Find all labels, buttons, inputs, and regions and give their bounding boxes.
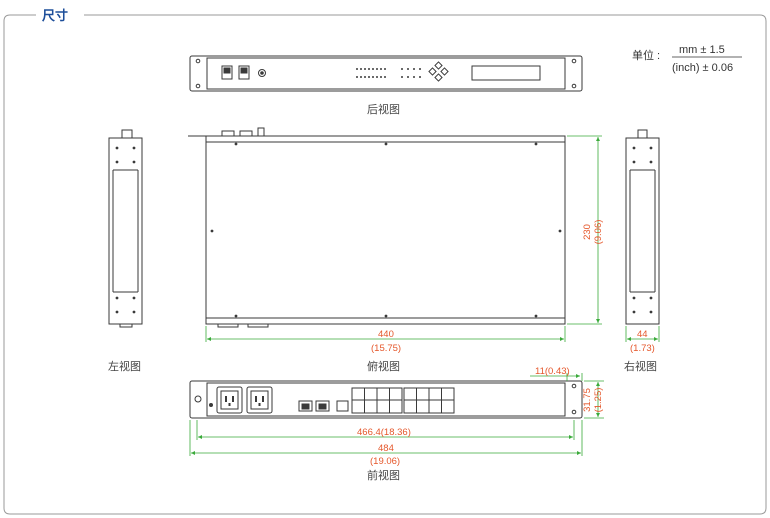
front-body-dim: 466.4(18.36) [357, 427, 411, 438]
outer-frame [3, 14, 767, 515]
right-width-in: (1.73) [630, 343, 655, 354]
front-view [189, 380, 583, 419]
top-view-label: 俯视图 [367, 359, 400, 373]
right-width-mm: 44 [637, 329, 648, 340]
front-total-in: (19.06) [370, 456, 400, 467]
front-height-in: (1.25) [593, 388, 604, 413]
rear-view [189, 55, 583, 92]
top-width-mm: 440 [378, 329, 394, 340]
units-inch: (inch) ± 0.06 [672, 62, 733, 74]
units-mm: mm ± 1.5 [679, 44, 725, 56]
front-view-dimensions [189, 373, 604, 456]
left-view-label: 左视图 [108, 359, 141, 373]
units-legend: 单位 : mm ± 1.5 (inch) ± 0.06 [632, 44, 742, 74]
top-depth-in: (9.06) [593, 220, 604, 245]
top-view-dimensions [205, 135, 602, 342]
top-depth-mm: 230 [582, 224, 593, 240]
units-label: 单位 : [632, 48, 660, 62]
section-title: 尺寸 [42, 8, 68, 24]
front-ear-dim: 11(0.43) [535, 366, 570, 377]
right-view-dimensions [625, 326, 660, 342]
front-view-label: 前视图 [367, 468, 400, 482]
rear-view-label: 后视图 [367, 102, 400, 116]
top-width-in: (15.75) [371, 343, 401, 354]
right-view [625, 129, 660, 325]
front-height-mm: 31.75 [582, 388, 593, 412]
front-total-mm: 484 [378, 443, 394, 454]
right-view-label: 右视图 [624, 359, 657, 373]
top-view [188, 127, 566, 328]
left-view [108, 129, 143, 328]
